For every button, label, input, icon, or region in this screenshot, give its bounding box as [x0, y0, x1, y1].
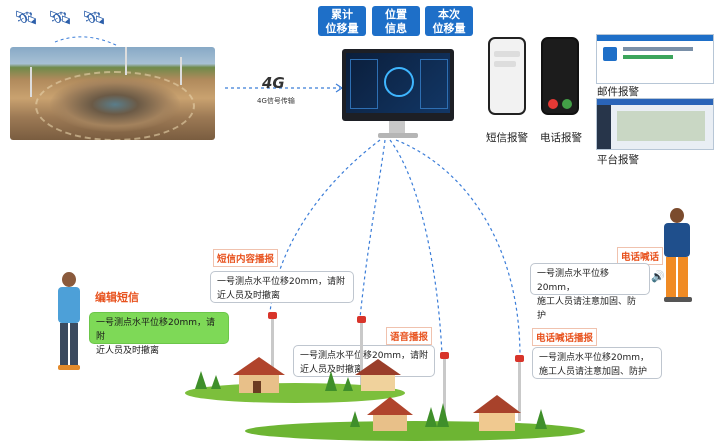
platform-alert-label: 平台报警: [597, 154, 639, 166]
siren-icon: [515, 355, 524, 362]
metric-position-info: 位置 信息: [372, 6, 420, 36]
edit-sms-message: 一号测点水平位移20mm，请附 近人员及时撤离: [89, 312, 229, 356]
person-icon: [52, 272, 86, 372]
call-alert-label: 电话报警: [540, 132, 582, 144]
metric-cumulative-displacement: 累计 位移量: [318, 6, 366, 36]
edit-sms-tag: 编辑短信: [95, 291, 139, 304]
email-icon: [596, 34, 714, 84]
link-line-3: [389, 139, 443, 356]
house-icon: [355, 359, 401, 391]
phone-broadcast-tag: 电话喊话播报: [532, 328, 598, 346]
satellite-icon: 🛰: [82, 7, 107, 29]
monitor-base: [378, 133, 418, 138]
siren-icon: [440, 352, 449, 359]
phone-icon: [541, 37, 579, 115]
satellite-icon: 🛰: [48, 7, 73, 29]
monitor-stand: [389, 121, 405, 133]
satellite-icon: 🛰: [14, 7, 39, 29]
person-icon: [658, 208, 698, 304]
siren-icon: [357, 316, 366, 323]
sat-arc: [54, 36, 119, 47]
email-alert-label: 邮件报警: [597, 86, 639, 98]
metric-current-displacement: 本次 位移量: [425, 6, 473, 36]
house-icon: [367, 397, 413, 431]
network-caption: 4G信号传输: [257, 97, 295, 105]
siren-pole: [360, 322, 363, 390]
sms-broadcast-message: 一号测点水平位移20mm，请附 近人员及时撤离: [210, 271, 354, 303]
siren-pole: [271, 318, 274, 378]
sms-broadcast-tag: 短信内容播报: [213, 249, 279, 267]
siren-pole: [443, 358, 446, 420]
village-scene: [185, 357, 585, 441]
house-icon: [473, 395, 521, 431]
link-line-2: [359, 139, 386, 319]
siren-icon: [268, 312, 277, 319]
platform-screenshot: [596, 98, 714, 150]
link-line-4: [395, 139, 521, 358]
siren-pole: [518, 361, 521, 421]
link-line-1: [269, 139, 381, 313]
house-icon: [233, 357, 285, 393]
speaker-icon: 🔊: [651, 270, 665, 283]
voice-broadcast-tag: 语音播报: [386, 327, 433, 345]
phone-broadcast-message: 一号测点水平位移20mm， 施工人员请注意加固、防护: [532, 347, 662, 379]
phone-icon: [488, 37, 526, 115]
monitor-icon: [342, 49, 454, 121]
network-badge: 4G: [262, 74, 285, 92]
phone-shout-message: 一号测点水平位移20mm， 施工人员请注意加固、防护: [530, 263, 650, 321]
mine-photo: [10, 47, 215, 140]
sms-alert-label: 短信报警: [486, 132, 528, 144]
